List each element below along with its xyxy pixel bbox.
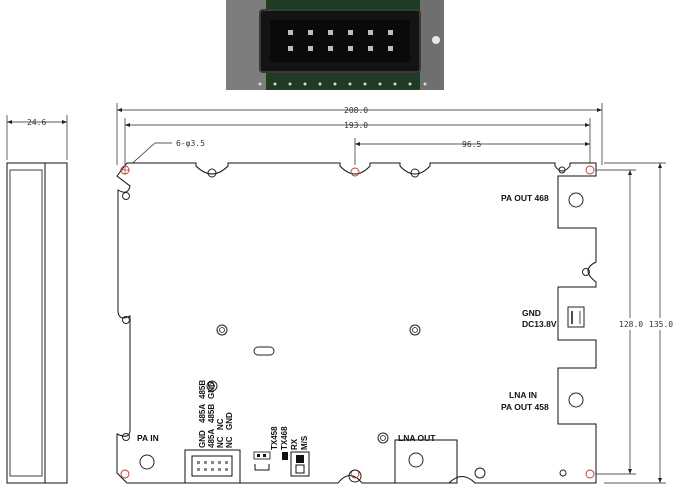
overall-height-dim: 135.0 <box>649 320 673 329</box>
pin-label: NC <box>216 436 225 448</box>
pa-out-458-label: PA OUT 458 <box>501 402 549 412</box>
side-view <box>6 115 68 484</box>
gnd-label: GND <box>522 308 541 318</box>
switch-label-tx458: TX458 <box>270 426 279 450</box>
connector-pin-labels: GND 485A 485B 485A 485B GND NC NC NC GND <box>198 380 234 448</box>
mounting-holes <box>120 165 595 479</box>
width-dimension-lines <box>116 103 603 169</box>
hole-span-height-dim: 128.0 <box>619 320 643 329</box>
pin-label: GND <box>207 381 216 399</box>
hole-spec-dim: 6-φ3.5 <box>176 139 205 148</box>
pin-label: 485B <box>198 380 207 399</box>
lna-out-label: LNA OUT <box>398 433 436 443</box>
control-header <box>191 455 233 477</box>
overall-width-dim: 208.0 <box>344 106 368 115</box>
pin-label: 485A <box>198 404 207 423</box>
power-connector <box>567 306 585 328</box>
switch-label-rx: RX <box>290 438 299 450</box>
plate-bosses <box>122 166 590 483</box>
connector-photo <box>226 0 444 90</box>
lna-in-label: LNA IN <box>509 390 537 400</box>
pin-label: GND <box>225 412 234 430</box>
pa-in-label: PA IN <box>137 433 159 443</box>
side-width-dim: 24.6 <box>27 118 46 127</box>
pin-label: 485B <box>207 404 216 423</box>
pin-label: GND <box>198 430 207 448</box>
pin-label: 485A <box>207 429 216 448</box>
switch-label-tx468: TX468 <box>280 426 289 450</box>
half-span-dim: 96.5 <box>462 140 481 149</box>
jumper-switches <box>253 451 310 477</box>
dc-power-label: DC13.8V <box>522 319 557 329</box>
hole-span-width-dim: 193.0 <box>344 121 368 130</box>
pin-label: NC <box>225 436 234 448</box>
switch-label-ms: M/S <box>300 435 309 450</box>
main-plate <box>116 162 597 484</box>
pa-out-468-label: PA OUT 468 <box>501 193 549 203</box>
pin-label: NC <box>216 418 225 430</box>
switch-labels: TX458 TX468 RX M/S <box>270 426 309 450</box>
